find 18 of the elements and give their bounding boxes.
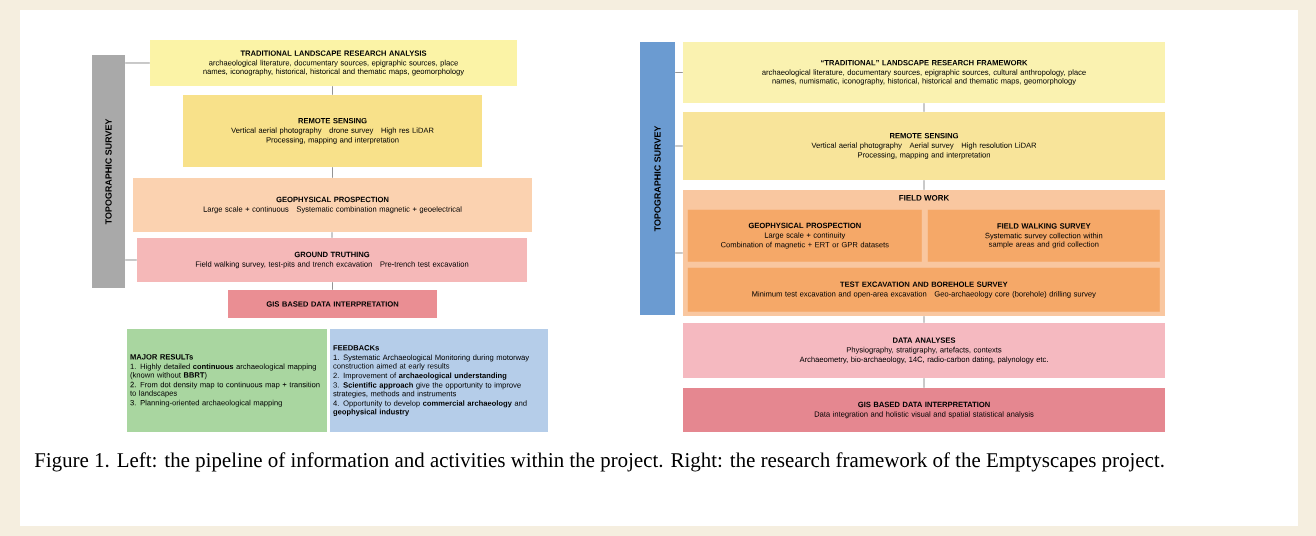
caption: Figure 1. Left: the pipeline of information and activities within the project. Right: the research framework of the Emptyscapes project. (34, 452, 1164, 472)
bar-label: TOPOGRAPHIC SURVEY (654, 125, 661, 232)
connector-line (923, 315, 925, 324)
connector-line (332, 166, 333, 179)
connector-line (332, 281, 333, 291)
connector-line (674, 252, 684, 254)
connector-line (124, 259, 138, 261)
connector-line (331, 231, 333, 239)
connector-line (923, 102, 925, 113)
vertical-bar (92, 55, 125, 288)
connector-line (674, 145, 684, 147)
connector-line (923, 377, 925, 389)
connector-line (674, 72, 684, 73)
vertical-bar (640, 42, 675, 315)
connector-line (923, 179, 925, 191)
bar-label: TOPOGRAPHIC SURVEY (105, 118, 112, 225)
connector-line (124, 62, 151, 64)
connector-line (332, 85, 333, 96)
